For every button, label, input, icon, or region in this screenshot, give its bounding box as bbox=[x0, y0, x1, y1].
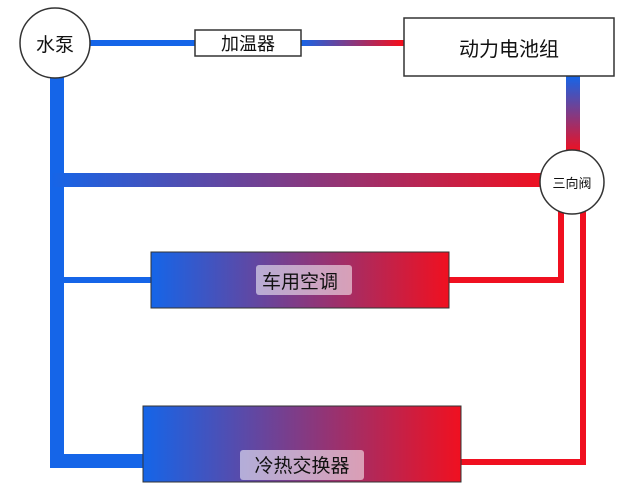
three-way-valve bbox=[539, 149, 605, 215]
heater-label: 加温器 bbox=[221, 34, 275, 55]
pipe-trunk-ac bbox=[64, 277, 152, 283]
ac-label-bg bbox=[256, 265, 352, 295]
pipe-battery-valve bbox=[566, 76, 580, 152]
heater-box bbox=[194, 29, 302, 57]
pipe-heater-battery bbox=[300, 40, 406, 46]
water-pump-label: 水泵 bbox=[35, 33, 74, 56]
exchanger-label-bg bbox=[240, 450, 364, 480]
return-pipe-main bbox=[50, 60, 64, 468]
pipe-pump-heater bbox=[85, 40, 197, 46]
vehicle-ac-label: 车用空调 bbox=[261, 270, 338, 293]
pipe-trunk-exchanger bbox=[50, 454, 144, 468]
three-way-valve-label: 三向阀 bbox=[552, 176, 592, 192]
pipe-valve-ac bbox=[448, 211, 564, 283]
bypass-pipe bbox=[50, 173, 545, 187]
heat-exchanger-label: 冷热交换器 bbox=[254, 454, 350, 477]
battery-pack-box bbox=[403, 17, 615, 77]
battery-pack-label: 动力电池组 bbox=[459, 36, 559, 61]
water-pump bbox=[19, 7, 91, 79]
pipe-valve-exchanger bbox=[460, 211, 586, 465]
